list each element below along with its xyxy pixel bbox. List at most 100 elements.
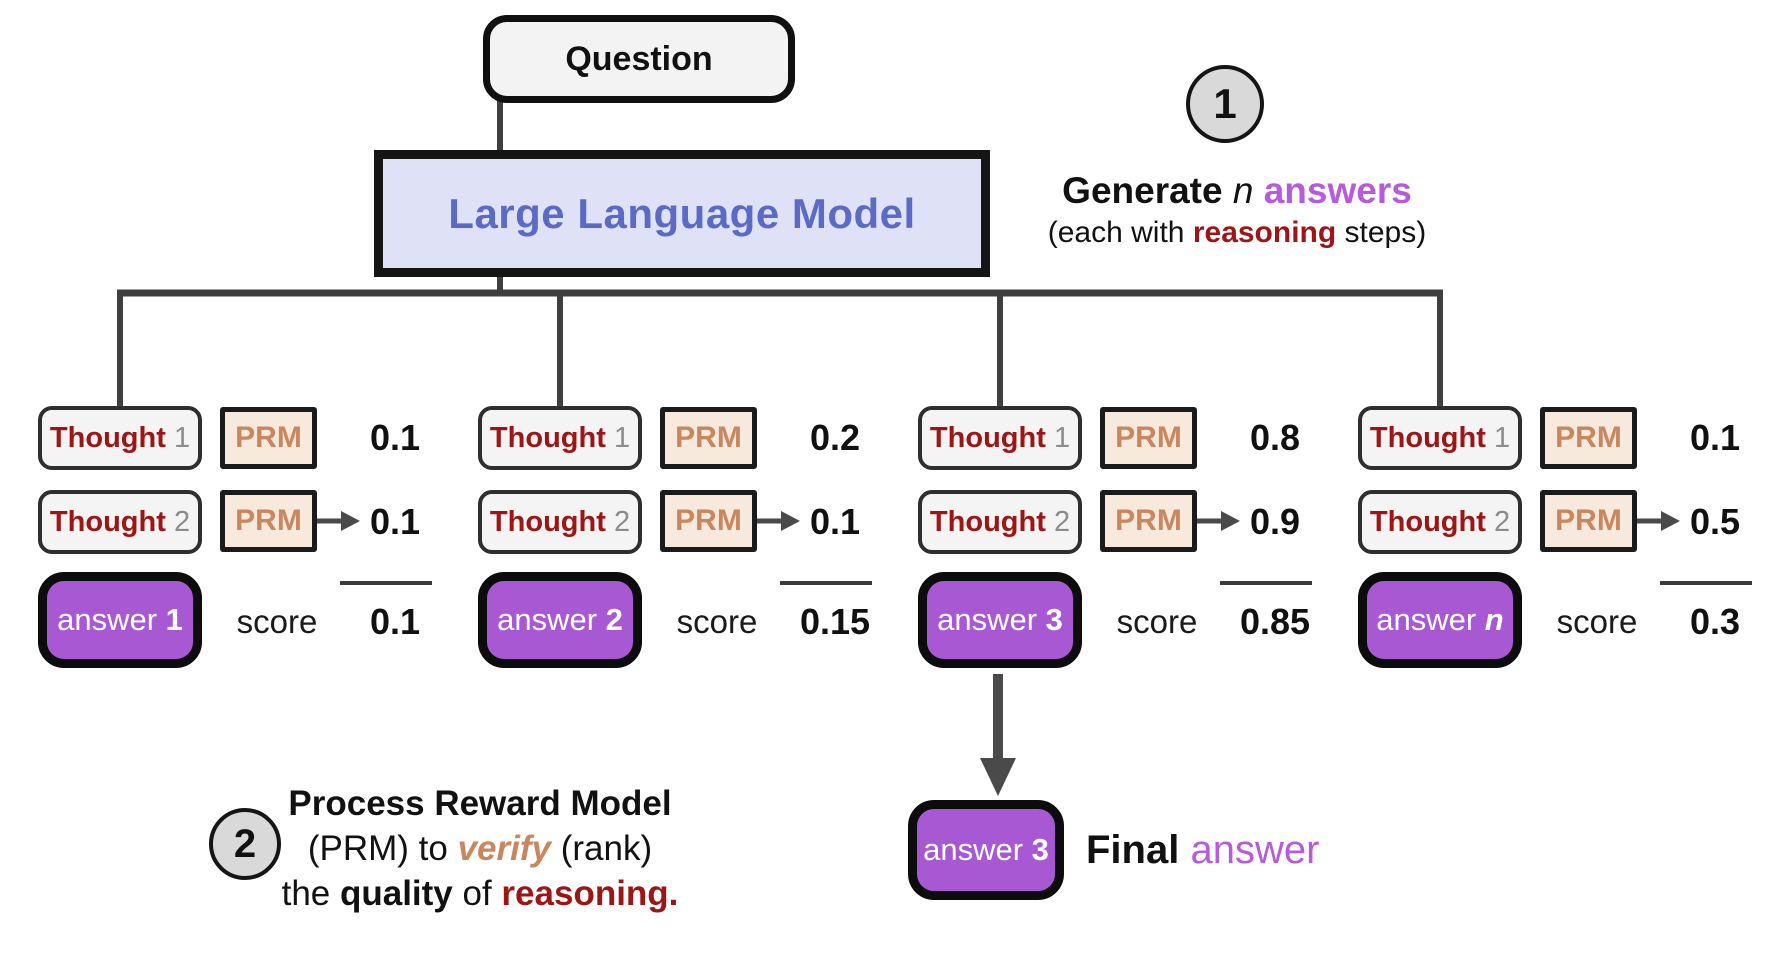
thought-number: 1 <box>1493 421 1511 454</box>
prm-box: PRM <box>1100 407 1197 469</box>
thought-word: Thought <box>1369 505 1494 538</box>
total-score: 0.3 <box>1689 601 1741 642</box>
final-text: Final <box>1086 828 1191 872</box>
answer-number: n <box>1484 602 1504 637</box>
thought-word: Thought <box>929 505 1054 538</box>
prm-arrow-3 <box>1197 511 1240 531</box>
score-label: score <box>676 603 758 640</box>
thought-1-box: Thought 1 <box>38 406 202 470</box>
thought-word: Thought <box>49 505 174 538</box>
step-score-2: 0.1 <box>369 501 421 542</box>
thought-2-box: Thought 2 <box>38 490 202 554</box>
prm-arrow-2 <box>757 511 800 531</box>
thought-word: Thought <box>49 421 174 454</box>
answer-column-2: Thought 1 PRM 0.2 Thought 2 PRM 0.1 answ… <box>478 400 900 680</box>
verify-text: verify <box>457 829 551 868</box>
step1-badge: 1 <box>1186 65 1264 143</box>
total-score: 0.85 <box>1239 601 1311 642</box>
step-score-2: 0.9 <box>1249 501 1301 542</box>
answer-number: 2 <box>605 602 623 637</box>
answer-word: answer <box>923 832 1032 867</box>
reasoning-text: reasoning. <box>501 874 679 913</box>
step1-caption-line2: (each with reasoning steps) <box>987 216 1487 250</box>
prm-arrow-1 <box>317 511 360 531</box>
step2-caption-line3: the quality of reasoning. <box>240 871 720 916</box>
prm-label: PRM <box>1555 421 1622 454</box>
answer-node-n: answer n <box>1358 572 1522 668</box>
answer-column-1: Thought 1 PRM 0.1 Thought 2 PRM 0.1 answ… <box>38 400 460 680</box>
question-node: Question <box>483 15 795 103</box>
prm-box: PRM <box>660 490 757 552</box>
answer-node-1: answer 1 <box>38 572 202 668</box>
final-answer-arrow <box>980 674 1016 796</box>
of-text: of <box>452 874 502 913</box>
prm-box: PRM <box>1100 490 1197 552</box>
sum-line <box>1220 581 1312 585</box>
step-score-2: 0.1 <box>809 501 861 542</box>
final-answer-label: Final answer <box>1086 824 1319 876</box>
rank-text: (rank) <box>551 829 653 868</box>
total-score: 0.15 <box>799 601 871 642</box>
answers-text: answers <box>1253 170 1412 211</box>
thought-number: 1 <box>1053 421 1071 454</box>
prm-label: PRM <box>1555 504 1622 537</box>
sum-line <box>1660 581 1752 585</box>
n-variable: n <box>1232 170 1254 211</box>
thought-word: Thought <box>489 505 614 538</box>
answer-number: 3 <box>1045 602 1063 637</box>
step2-caption: Process Reward Model (PRM) to verify (ra… <box>240 781 720 916</box>
step1-badge-number: 1 <box>1213 80 1237 127</box>
prm-label: PRM <box>235 421 302 454</box>
step2-caption-line2: (PRM) to verify (rank) <box>240 826 720 871</box>
step-score-1: 0.2 <box>809 417 861 458</box>
step2-badge: 2 <box>209 808 281 880</box>
answer-number: 1 <box>165 602 183 637</box>
thought-number: 2 <box>173 505 191 538</box>
answer-column-n: Thought 1 PRM 0.1 Thought 2 PRM 0.5 answ… <box>1358 400 1776 680</box>
answer-node-3: answer 3 <box>918 572 1082 668</box>
prm-label: PRM <box>675 421 742 454</box>
reasoning-text: reasoning <box>1192 216 1337 249</box>
prm-box: PRM <box>1540 407 1637 469</box>
thought-word: Thought <box>1369 421 1494 454</box>
step-score-1: 0.8 <box>1249 417 1301 458</box>
thought-word: Thought <box>929 421 1054 454</box>
llm-label: Large Language Model <box>448 189 916 237</box>
llm-node: Large Language Model <box>374 150 990 277</box>
generate-text: Generate <box>1062 170 1233 211</box>
answer-word: answer <box>937 602 1046 637</box>
thought-2-box: Thought 2 <box>478 490 642 554</box>
final-answer-word: answer <box>1190 828 1320 872</box>
the-text: the <box>281 874 340 913</box>
step-score-1: 0.1 <box>1689 417 1741 458</box>
step1-caption: Generate n answers (each with reasoning … <box>987 170 1487 250</box>
score-label: score <box>236 603 318 640</box>
prm-label: PRM <box>675 504 742 537</box>
step-score-2: 0.5 <box>1689 501 1741 542</box>
prm-box: PRM <box>220 407 317 469</box>
prm-label: PRM <box>235 504 302 537</box>
thought-1-box: Thought 1 <box>478 406 642 470</box>
step-score-1: 0.1 <box>369 417 421 458</box>
answer-word: answer <box>57 602 166 637</box>
prm-arrow-4 <box>1637 511 1680 531</box>
thought-number: 1 <box>613 421 631 454</box>
answer-word: answer <box>1376 602 1485 637</box>
prm-label: PRM <box>1115 504 1182 537</box>
thought-1-box: Thought 1 <box>918 406 1082 470</box>
thought-2-box: Thought 2 <box>918 490 1082 554</box>
prm-box: PRM <box>1540 490 1637 552</box>
question-label: Question <box>565 39 713 78</box>
steps-text: steps) <box>1336 216 1427 249</box>
prm-label: PRM <box>1115 421 1182 454</box>
answer-node-2: answer 2 <box>478 572 642 668</box>
sum-line <box>780 581 872 585</box>
answer-column-3: Thought 1 PRM 0.8 Thought 2 PRM 0.9 answ… <box>918 400 1340 680</box>
prm-to-text: (PRM) to <box>307 829 458 868</box>
quality-text: quality <box>339 874 453 913</box>
thought-word: Thought <box>489 421 614 454</box>
prm-box: PRM <box>660 407 757 469</box>
score-label: score <box>1116 603 1198 640</box>
